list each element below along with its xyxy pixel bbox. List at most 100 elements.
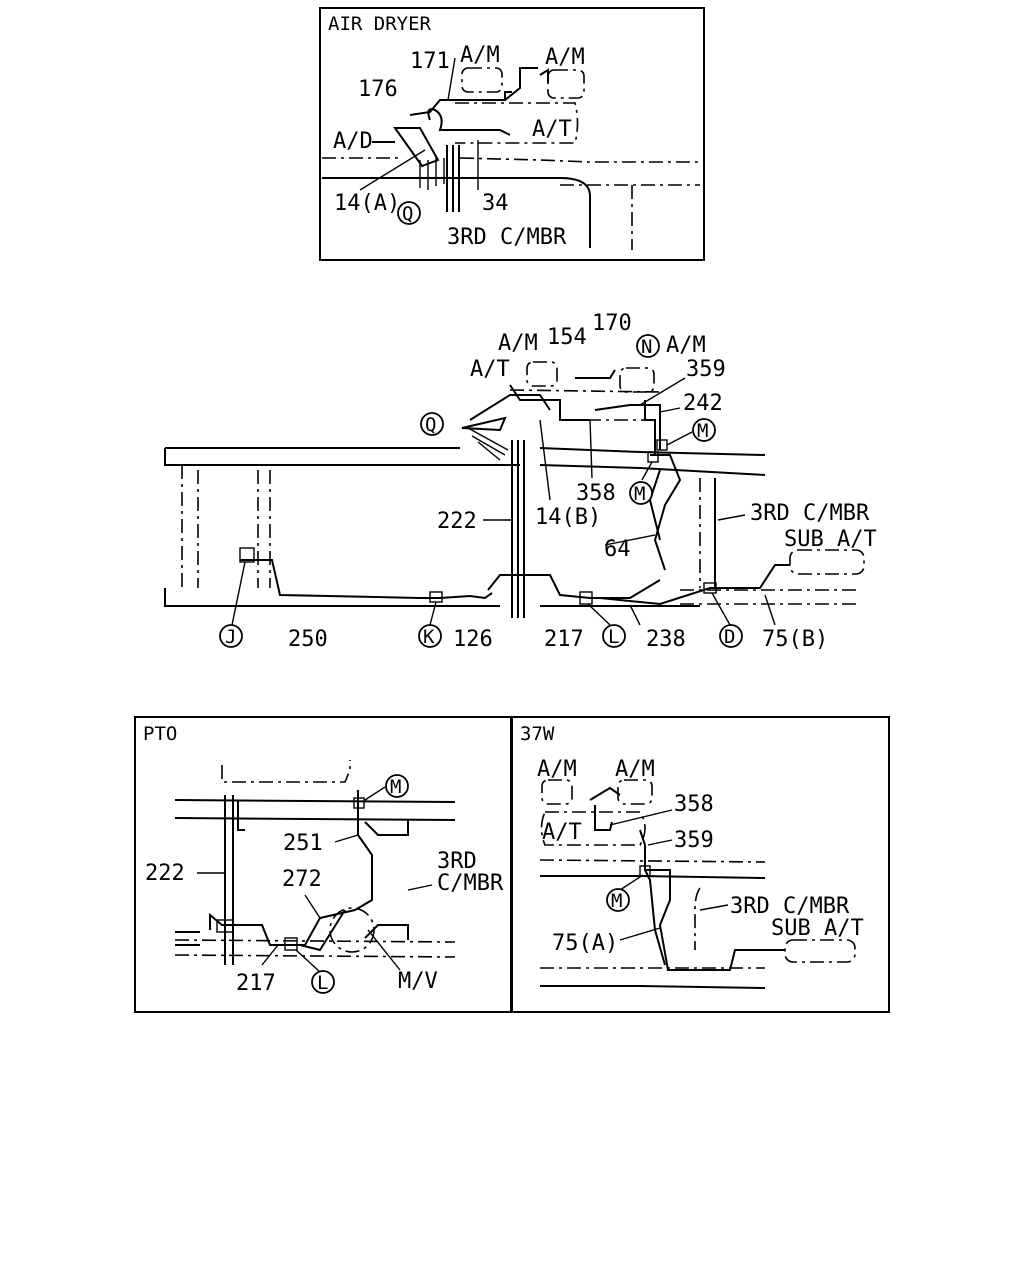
- frame-dash: [539, 859, 766, 969]
- label-358: 358: [674, 792, 714, 817]
- label-am-1: A/M: [498, 331, 538, 356]
- 37w-title: 37W: [520, 723, 555, 745]
- callout-q: [397, 201, 421, 225]
- 171-leader: [447, 57, 456, 101]
- label-m: M: [611, 890, 622, 912]
- label-3rd-cmbr: 3RD C/MBR: [750, 501, 870, 526]
- label-am-2: A/M: [615, 757, 655, 782]
- label-l: L: [608, 626, 619, 648]
- air-dryer-frame: [319, 7, 705, 261]
- label-n: N: [641, 336, 652, 358]
- leader-64: [604, 534, 656, 546]
- frame-left-crossmember: [181, 465, 271, 588]
- label-d: D: [724, 626, 735, 648]
- pipe-154: [575, 369, 616, 379]
- air-tank-at: [455, 102, 579, 144]
- fitting-l: [579, 591, 593, 605]
- pipe-217-branch: [299, 909, 346, 952]
- label-at: A/T: [470, 357, 510, 382]
- pipe-34: [427, 108, 511, 136]
- pipe-126-217: [487, 574, 661, 599]
- leader-m2: [666, 431, 693, 446]
- label-75a: 75(A): [552, 931, 618, 956]
- pipe-359-drop: [644, 869, 666, 966]
- pipe-359: [594, 404, 661, 450]
- label-m: M: [390, 776, 401, 798]
- tank-outline-dash: [221, 760, 351, 783]
- callout-q: [420, 412, 444, 436]
- leader-238: [629, 604, 641, 626]
- label-cmbr: C/MBR: [437, 871, 504, 896]
- label-q: Q: [425, 414, 436, 436]
- label-at: A/T: [542, 820, 582, 845]
- main-diagram: A/M 154 170 N A/M A/T 359 242 Q M M 358 …: [164, 311, 877, 652]
- label-q: Q: [402, 203, 413, 225]
- bracket-stub: [237, 800, 245, 831]
- frame-lower-dash: [680, 589, 860, 605]
- leader-14b: [539, 419, 551, 501]
- leader-75a: [619, 927, 661, 941]
- leader-crossmember: [717, 514, 746, 521]
- callout-d: [719, 624, 743, 648]
- label-75b: 75(B): [762, 627, 828, 652]
- frame-upper-rail: [174, 799, 456, 821]
- label-222: 222: [437, 509, 477, 534]
- label-154: 154: [547, 325, 587, 350]
- pipe-75b: [599, 564, 790, 606]
- pipe-64: [650, 454, 682, 571]
- label-359: 359: [674, 828, 714, 853]
- callout-m: [385, 774, 409, 798]
- bracket-222: [511, 440, 525, 618]
- pto-panel: PTO M 251 3RD C/MBR 222 272 217 L: [134, 716, 512, 1013]
- callout-m-lower: [629, 481, 653, 505]
- label-359: 359: [686, 357, 726, 382]
- leader-242: [659, 407, 681, 413]
- callout-m-upper: [692, 418, 716, 442]
- label-14b: 14(B): [535, 505, 601, 530]
- leader-359: [647, 839, 673, 846]
- frame-top-dash: [322, 157, 700, 163]
- pipe-250: [240, 559, 493, 600]
- pipe-251-272: [209, 790, 373, 946]
- label-am-2: A/M: [666, 333, 706, 358]
- air-tank-am-2: [617, 779, 653, 805]
- pipe-14b: [469, 394, 551, 421]
- fitting-d: [703, 582, 717, 594]
- callout-n: [636, 334, 660, 358]
- leader-75b: [764, 594, 776, 626]
- frame-rail-line: [322, 177, 591, 248]
- label-k: K: [423, 626, 435, 648]
- air-dryer-fins: [419, 158, 445, 190]
- label-at: A/T: [532, 117, 572, 142]
- pipe-75a: [639, 829, 785, 971]
- air-tank-am-1: [526, 361, 558, 387]
- air-dryer-title: AIR DRYER: [328, 13, 432, 35]
- label-am-1: A/M: [460, 43, 500, 68]
- label-sub-at: SUB A/T: [771, 916, 864, 941]
- label-l: L: [317, 972, 328, 994]
- sub-air-tank: [789, 549, 865, 575]
- label-250: 250: [288, 627, 328, 652]
- label-14a: 14(A): [334, 191, 400, 216]
- frame-upper-rail: [164, 448, 766, 476]
- vertical-bracket: [446, 145, 460, 212]
- frame-lower-left: [175, 931, 200, 946]
- label-mv: M/V: [398, 969, 438, 994]
- crossmember-3rd: [364, 820, 409, 940]
- air-dryer-panel: AIR DRYER 171 A/M A/M 176 A/D A/T 14(A) …: [319, 7, 705, 261]
- label-126: 126: [453, 627, 493, 652]
- leader-272: [304, 894, 321, 919]
- pipe-171: [409, 67, 538, 116]
- fitting-m: [639, 865, 651, 877]
- leader-l: [295, 949, 321, 973]
- label-m-upper: M: [697, 420, 708, 442]
- label-358: 358: [576, 481, 616, 506]
- label-272: 272: [282, 867, 322, 892]
- label-217: 217: [236, 971, 276, 996]
- frame-upper-edge: [165, 447, 766, 456]
- label-238: 238: [646, 627, 686, 652]
- label-am-2: A/M: [545, 45, 585, 70]
- callout-l: [311, 970, 335, 994]
- label-3rd-cmbr: 3RD C/MBR: [447, 225, 567, 250]
